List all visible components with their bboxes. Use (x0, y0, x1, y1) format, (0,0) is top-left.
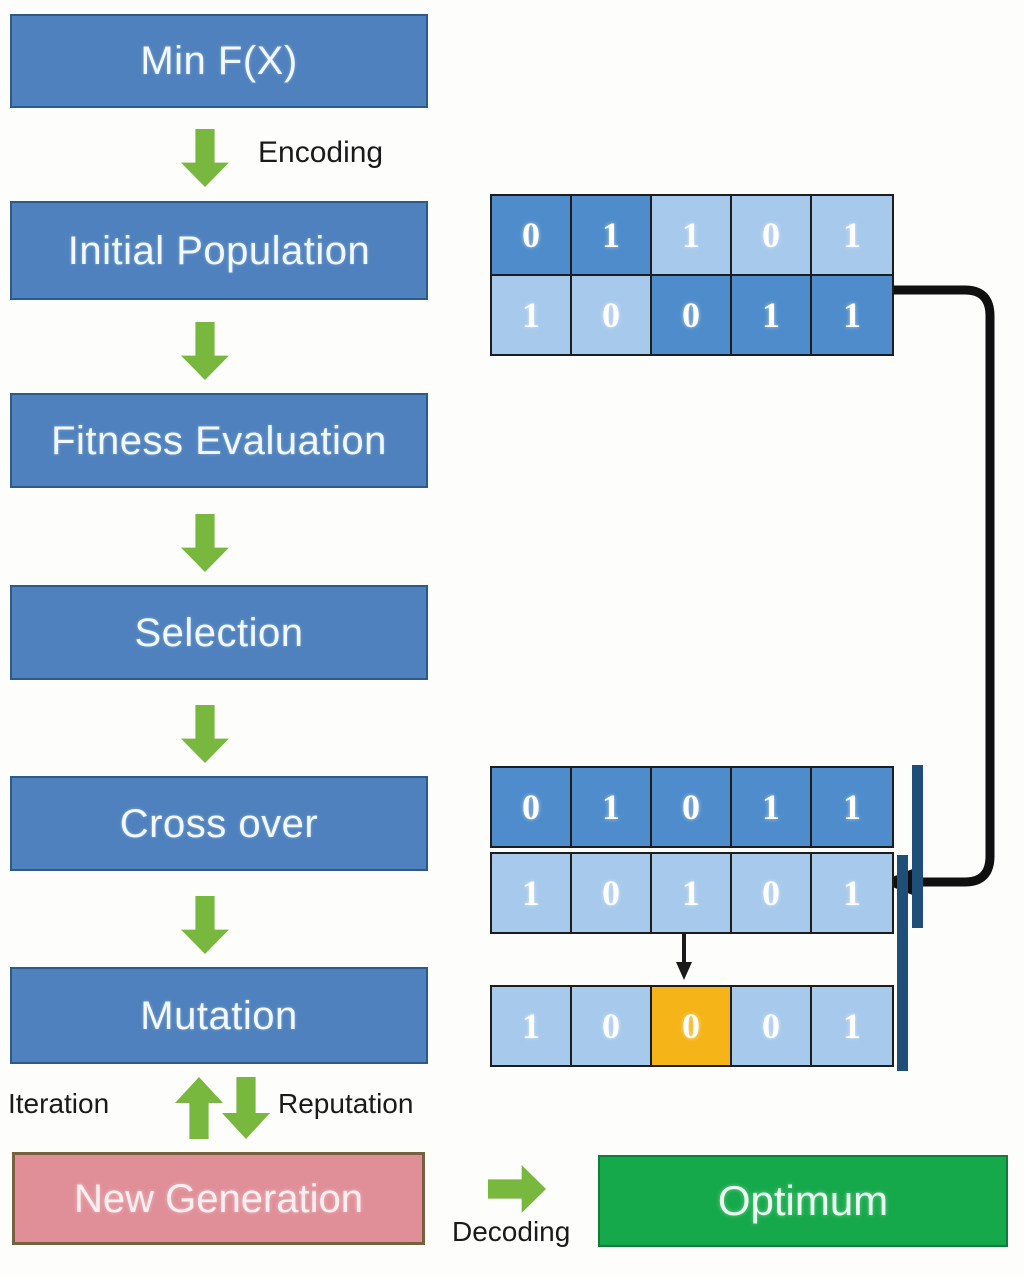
bit-cell[interactable]: 1 (732, 768, 812, 846)
arrow-down-encoding-icon (181, 129, 229, 187)
process-box-initial-population[interactable]: Initial Population (10, 201, 428, 300)
label-encoding: Encoding (258, 136, 384, 169)
chromosome-row[interactable]: 0 1 1 0 1 (490, 194, 894, 276)
arrow-down-to-selection-icon (181, 514, 229, 572)
process-box-fitness-evaluation[interactable]: Fitness Evaluation (10, 393, 428, 488)
grouping-bar-inner (897, 855, 908, 1071)
bit-cell[interactable]: 0 (572, 854, 652, 932)
process-label-objective: Min F(X) (140, 39, 298, 83)
process-label-mutation: Mutation (140, 993, 298, 1038)
mutation-arrow-head (676, 962, 692, 980)
arrow-down-to-mutation-icon (181, 896, 229, 954)
chromosome-row-crossover-parent2[interactable]: 1 0 1 0 1 (490, 852, 894, 934)
chromosome-row-crossover-parent1[interactable]: 0 1 0 1 1 (490, 766, 894, 848)
bit-cell[interactable]: 0 (732, 196, 812, 274)
bit-cell[interactable]: 1 (812, 276, 892, 354)
process-box-crossover[interactable]: Cross over (10, 776, 428, 871)
arrow-up-iteration-icon (175, 1077, 223, 1139)
process-label-crossover: Cross over (119, 801, 319, 846)
bit-cell[interactable]: 1 (492, 276, 572, 354)
arrow-down-to-crossover-icon (181, 705, 229, 763)
bit-cell[interactable]: 0 (492, 768, 572, 846)
label-reputation: Reputation (278, 1088, 414, 1119)
process-box-selection[interactable]: Selection (10, 585, 428, 680)
label-decoding: Decoding (452, 1216, 571, 1247)
chromosome-grid-initial-population[interactable]: 0 1 1 0 1 1 0 0 1 1 (490, 194, 894, 356)
label-iteration: Iteration (8, 1088, 110, 1119)
chromosome-row-mutation[interactable]: 1 0 0 0 1 (490, 985, 894, 1067)
arrow-right-decoding-icon (488, 1165, 546, 1213)
bit-cell[interactable]: 1 (732, 276, 812, 354)
bit-cell[interactable]: 1 (812, 196, 892, 274)
bit-cell[interactable]: 1 (652, 196, 732, 274)
new-generation-label: New Generation (73, 1176, 364, 1221)
bit-cell[interactable]: 1 (492, 987, 572, 1065)
bit-cell[interactable]: 0 (652, 276, 732, 354)
bit-cell[interactable]: 1 (492, 854, 572, 932)
feedback-arrow-path (893, 285, 995, 887)
bit-cell-mutated[interactable]: 0 (652, 987, 732, 1065)
bit-cell[interactable]: 0 (492, 196, 572, 274)
grouping-bar-outer (912, 765, 923, 928)
bit-cell[interactable]: 1 (652, 854, 732, 932)
optimum-label: Optimum (717, 1177, 889, 1224)
arrow-down-reputation-icon (222, 1077, 270, 1139)
bit-cell[interactable]: 1 (572, 196, 652, 274)
process-box-mutation[interactable]: Mutation (10, 967, 428, 1064)
arrow-down-to-fitness-icon (181, 322, 229, 380)
chromosome-row[interactable]: 1 0 0 1 1 (490, 276, 894, 356)
bit-cell[interactable]: 1 (812, 854, 892, 932)
bit-cell[interactable]: 1 (572, 768, 652, 846)
process-label-selection: Selection (134, 610, 304, 655)
process-label-fitness-evaluation: Fitness Evaluation (51, 418, 387, 463)
bit-cell[interactable]: 1 (812, 768, 892, 846)
bit-cell[interactable]: 0 (572, 987, 652, 1065)
bit-cell[interactable]: 0 (732, 987, 812, 1065)
new-generation-box[interactable]: New Generation (12, 1152, 425, 1245)
bit-cell[interactable]: 0 (652, 768, 732, 846)
bit-cell[interactable]: 0 (572, 276, 652, 354)
bit-cell[interactable]: 1 (812, 987, 892, 1065)
process-box-objective[interactable]: Min F(X) (10, 14, 428, 108)
bit-cell[interactable]: 0 (732, 854, 812, 932)
optimum-box[interactable]: Optimum (598, 1155, 1008, 1247)
process-label-initial-population: Initial Population (67, 228, 371, 273)
